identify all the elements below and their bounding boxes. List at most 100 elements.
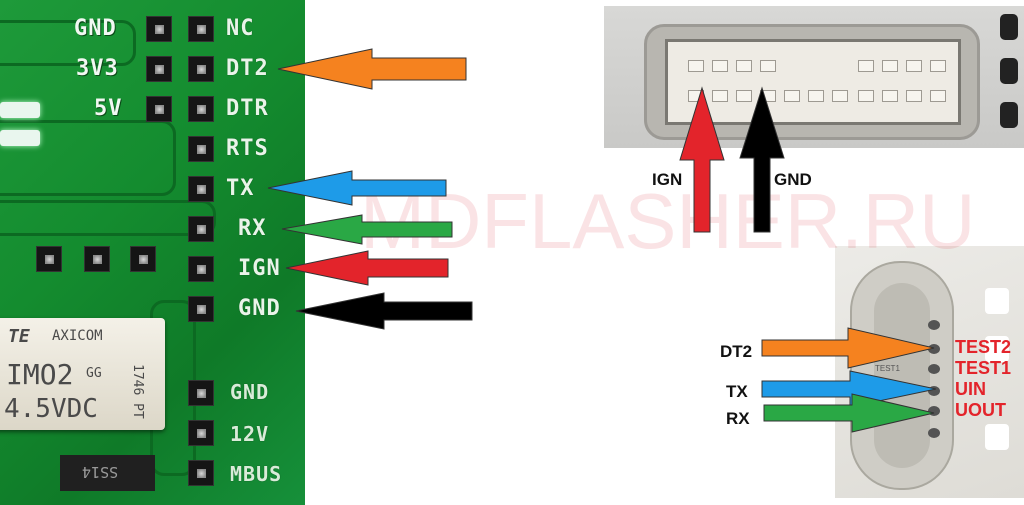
label-dt2: DT2: [720, 342, 753, 361]
connector-face: [665, 39, 961, 125]
relay-brand: TE: [8, 326, 30, 347]
arrow-rx-pcb: [281, 214, 453, 245]
connector-pin: [858, 60, 874, 72]
socket-insert: [874, 283, 930, 468]
silk-label-gnd: GND: [74, 16, 117, 41]
led: [0, 102, 40, 118]
arrow-gnd-pcb: [295, 292, 473, 330]
socket-slot: [985, 288, 1009, 314]
connector-pin: [736, 60, 752, 72]
connector-pin: [930, 60, 946, 72]
arrow-ign-pcb: [285, 250, 449, 286]
label-tx: TX: [726, 382, 748, 401]
label-uout: UOUT: [955, 400, 1006, 420]
socket-photo: TEST1: [835, 246, 1024, 498]
label-gnd: GND: [774, 170, 812, 189]
header-pin: [146, 56, 172, 82]
connector-pin: [832, 90, 848, 102]
connector-pin: [760, 60, 776, 72]
header-pin: [188, 176, 214, 202]
relay-code: 1746 PT: [130, 364, 145, 419]
connector-pin: [808, 90, 824, 102]
arrow-tx-socket: [761, 370, 937, 408]
socket-slot: [985, 424, 1009, 450]
label-uin: UIN: [955, 379, 986, 399]
relay-model-suffix: GG: [86, 366, 102, 381]
header-pin: [188, 460, 214, 486]
label-rx: RX: [726, 409, 750, 428]
header-pin: [188, 16, 214, 42]
silk-label-mbus: MBUS: [230, 462, 283, 486]
connector-slot: [1000, 102, 1018, 128]
silk-label-12v: 12V: [230, 422, 270, 446]
socket-slot: [985, 336, 1009, 362]
header-pin: [130, 246, 156, 272]
header-pin: [188, 136, 214, 162]
silk-label-power-gnd: GND: [230, 380, 270, 404]
header-pin: [146, 16, 172, 42]
socket-hole: [928, 320, 940, 330]
pcb-trace: [0, 120, 176, 196]
connector-slot: [1000, 58, 1018, 84]
connector-pin: [712, 90, 728, 102]
connector-pin: [930, 90, 946, 102]
pcb-photo: GND 3V3 5V NC DT2 DTR RTS TX RX IGN GND …: [0, 0, 305, 505]
silk-label-rx: RX: [238, 216, 267, 241]
connector-pin: [906, 90, 922, 102]
connector-pin: [736, 90, 752, 102]
silk-label-ign: IGN: [238, 256, 281, 281]
led: [0, 130, 40, 146]
pcb-trace: [0, 200, 216, 236]
silk-label-3v3: 3V3: [76, 56, 119, 81]
header-pin: [188, 256, 214, 282]
arrow-ign-connector: [679, 86, 725, 233]
header-pin: [84, 246, 110, 272]
header-pin: [188, 296, 214, 322]
connector-pin: [688, 60, 704, 72]
header-pin: [36, 246, 62, 272]
label-test1: TEST1: [955, 358, 1012, 378]
relay-model: IMO2: [6, 358, 74, 391]
connector-pin: [882, 90, 898, 102]
label-test2: TEST2: [955, 337, 1012, 357]
header-pin: [188, 96, 214, 122]
socket-hole: [928, 406, 940, 416]
arrow-gnd-connector: [739, 86, 785, 233]
header-pin: [146, 96, 172, 122]
relay: TE AXICOM IMO2 GG 4.5VDC 1746 PT: [0, 318, 165, 430]
connector-slot: [1000, 14, 1018, 40]
arrow-rx-socket: [763, 393, 935, 433]
silk-label-rts: RTS: [226, 136, 269, 161]
silk-label-dtr: DTR: [226, 96, 269, 121]
socket-hole: [928, 386, 940, 396]
silk-label-dt2: DT2: [226, 56, 269, 81]
relay-brand-suffix: AXICOM: [52, 328, 103, 344]
diode: SS14: [60, 455, 155, 491]
pcb-trace: [0, 20, 136, 66]
arrow-dt2-pcb: [277, 48, 467, 90]
silk-label-5v: 5V: [94, 96, 123, 121]
socket-hole: [928, 364, 940, 374]
label-ign: IGN: [652, 170, 683, 189]
connector-pin: [712, 60, 728, 72]
silk-label-nc: NC: [226, 16, 255, 41]
header-pin: [188, 56, 214, 82]
socket-hole: [928, 344, 940, 354]
arrow-tx-pcb: [267, 170, 447, 206]
header-pin: [188, 420, 214, 446]
connector-pin: [882, 60, 898, 72]
watermark: MDFLASHER.RU: [360, 177, 976, 265]
connector-pin: [784, 90, 800, 102]
socket-marking: TEST1: [875, 364, 900, 373]
silk-label-gnd-right: GND: [238, 296, 281, 321]
connector-pin: [906, 60, 922, 72]
header-pin: [188, 216, 214, 242]
relay-voltage: 4.5VDC: [4, 394, 98, 424]
arrow-dt2-socket: [761, 327, 935, 369]
header-pin: [188, 380, 214, 406]
silk-label-tx: TX: [226, 176, 255, 201]
socket-hole: [928, 428, 940, 438]
connector-pin: [858, 90, 874, 102]
